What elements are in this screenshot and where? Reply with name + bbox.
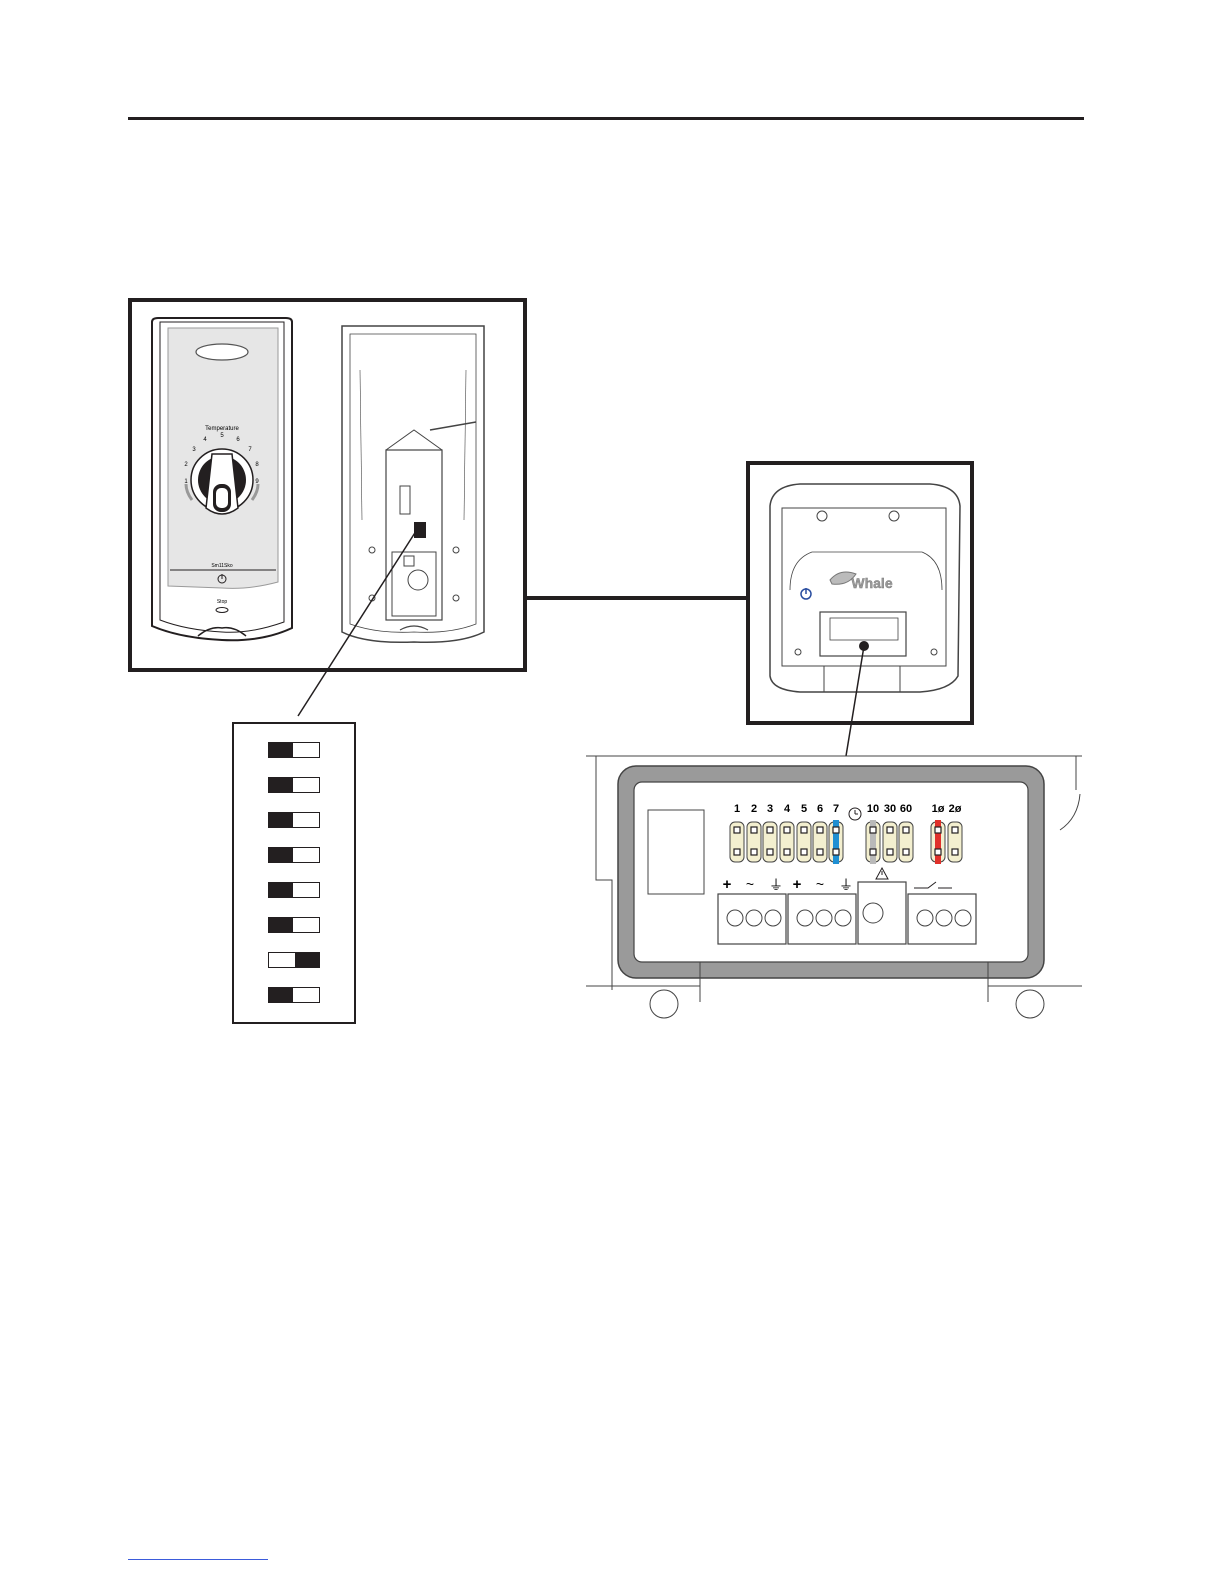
jumper-pin-2 [747,822,761,862]
jumper-label: 4 [784,803,791,815]
jumper-label: 10 [867,803,879,815]
footer-link-rule [128,1559,268,1560]
terminal-symbol: + [793,876,802,893]
jumper-label: 1 [734,803,740,815]
jumper-pin-11 [931,820,945,864]
back-dip-switch [414,522,426,538]
dip-switch-knob [269,813,293,827]
dip-switch-6[interactable] [268,917,320,933]
jumper-pin-4 [780,822,794,862]
terminal-symbol: + [723,876,732,893]
jumper-pin-1 [730,822,744,862]
jumper-label: 3 [767,803,773,815]
dip-switch-knob [269,918,293,932]
jumper-label: 2 [751,803,757,815]
model-text: Sm11Sko [211,563,233,569]
terminal-symbol: ~ [746,876,754,892]
dip-switch-knob [269,778,293,792]
jumper-pin-9 [883,822,897,862]
jumper-pin-8 [866,820,880,864]
clock-icon [849,808,861,820]
jumper-label: 60 [900,803,912,815]
jumper-label: 2ø [949,803,962,815]
jumper-label: 1ø [932,803,945,815]
jumper-label: 6 [817,803,823,815]
dip-switch-knob [269,988,293,1002]
dip-switch-1[interactable] [268,742,320,758]
dip-switch-knob [269,848,293,862]
jumper-pin-5 [797,822,811,862]
dip-switch-knob [295,953,319,967]
dip-switch-knob [269,883,293,897]
terminal-symbol: ⏚ [839,877,853,893]
stop-text: Stop [217,599,228,605]
dip-switch-8[interactable] [268,987,320,1003]
jumper-pin-12 [948,822,962,862]
jumper-pin-6 [813,822,827,862]
brand-name: Whale [851,575,892,591]
dial-label: Temperature [205,426,239,432]
jumper-pin-10 [899,822,913,862]
jumper-label: 5 [801,803,807,815]
dip-switch-2[interactable] [268,777,320,793]
terminal-symbol: ⏚ [769,877,783,893]
brand-logo-oval [196,344,248,360]
dip-switch-panel [232,722,356,1024]
dip-switch-knob [269,743,293,757]
jumper-label: 7 [833,803,839,815]
jumper-pin-7 [829,820,843,864]
dip-switch-5[interactable] [268,882,320,898]
dip-switch-4[interactable] [268,847,320,863]
dip-switch-3[interactable] [268,812,320,828]
dip-switch-7[interactable] [268,952,320,968]
jumper-label: 30 [884,803,896,815]
terminal-symbol: ~ [816,876,824,892]
shower-front-view: Temperature 1 2 3 4 5 6 7 8 9 Sm11Sko St… [152,318,292,640]
terminal-block-enclosure [586,756,1082,1018]
jumper-pin-3 [763,822,777,862]
